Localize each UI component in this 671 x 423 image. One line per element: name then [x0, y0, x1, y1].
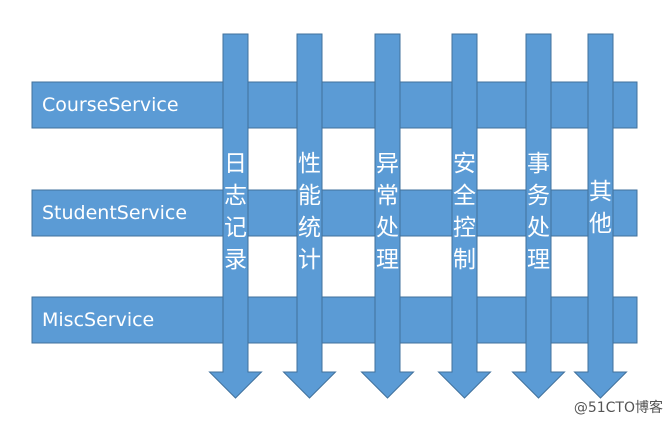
service-bar-label: CourseService	[42, 94, 179, 116]
concern-arrow	[511, 33, 566, 399]
concern-arrow	[208, 33, 263, 399]
concern-label: 日志记录	[224, 151, 247, 273]
concern-label: 异常处理	[376, 151, 399, 273]
service-bar-label: StudentService	[42, 202, 188, 224]
concern-label: 安全控制	[453, 151, 476, 273]
concern-arrow	[437, 33, 492, 399]
concern-arrow	[573, 33, 628, 399]
concern-label: 性能统计	[298, 151, 321, 273]
concern-label: 其他	[589, 179, 612, 237]
concern-arrow	[282, 33, 337, 399]
concern-label: 事务处理	[527, 151, 550, 273]
service-bar-label: MiscService	[42, 309, 155, 331]
concern-arrow	[360, 33, 415, 399]
watermark: @51CTO博客	[573, 400, 663, 416]
